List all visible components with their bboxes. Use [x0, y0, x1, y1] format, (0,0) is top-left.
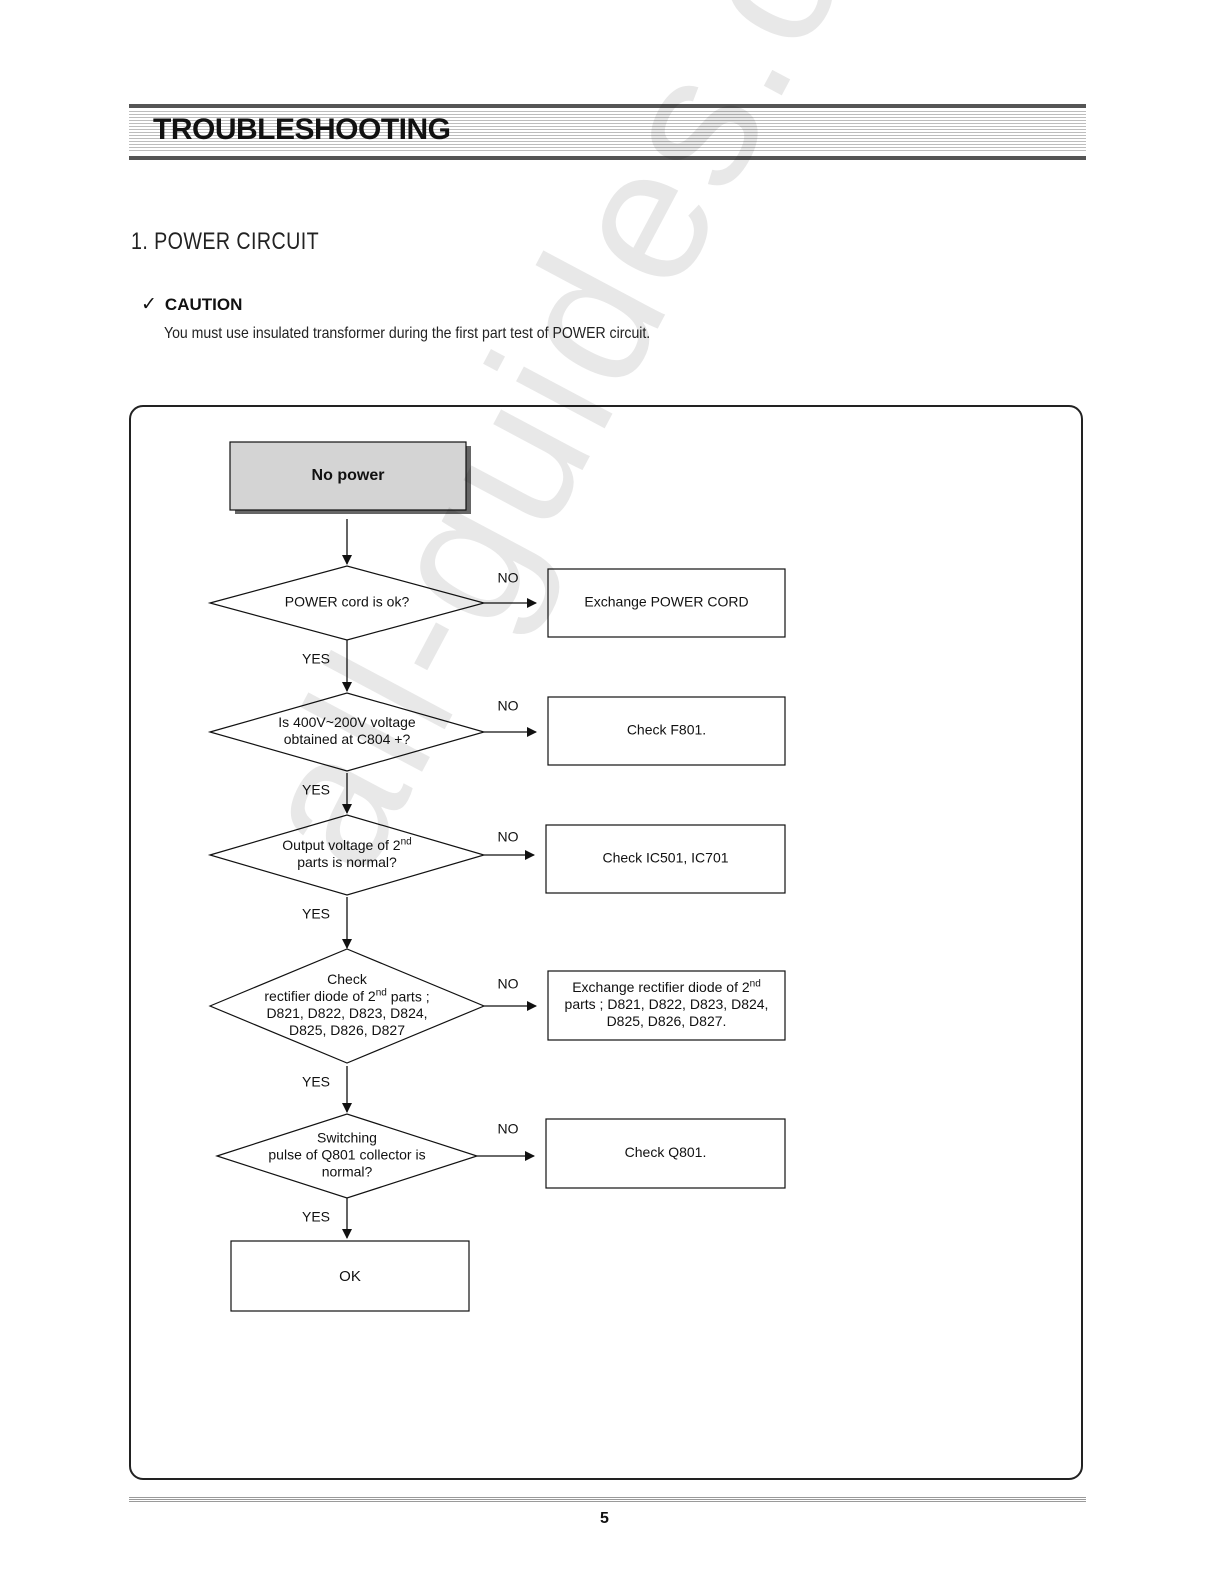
decision-text-line: Output voltage of 2nd — [282, 836, 411, 853]
yes-label: YES — [302, 651, 330, 667]
caution-label: CAUTION — [164, 295, 243, 314]
action-text-line: D825, D826, D827. — [607, 1013, 727, 1029]
no-label: NO — [498, 976, 519, 992]
action-box — [547, 696, 786, 766]
page-title: TROUBLESHOOTING — [153, 113, 451, 146]
section-title: 1. POWER CIRCUIT — [131, 228, 320, 255]
action-text-line: Check Q801. — [625, 1144, 707, 1160]
end-box — [230, 1240, 470, 1312]
header-stripes — [129, 111, 1086, 153]
decision-text-line: pulse of Q801 collector is — [268, 1147, 425, 1163]
yes-label: YES — [302, 1074, 330, 1090]
yes-label: YES — [302, 782, 330, 798]
page-header: TROUBLESHOOTING — [129, 104, 1086, 160]
decision-text-line: normal? — [322, 1164, 373, 1180]
action-box — [547, 568, 786, 638]
decision-text-line: obtained at C804 +? — [284, 731, 411, 747]
decision-text-line: parts is normal? — [297, 854, 397, 870]
checkmark-icon: ✓ — [141, 294, 157, 315]
no-label: NO — [498, 698, 519, 714]
caution-heading: ✓ CAUTION — [141, 293, 242, 316]
yes-label: YES — [302, 906, 330, 922]
decision-text-line: D821, D822, D823, D824, — [266, 1005, 427, 1021]
no-label: NO — [498, 570, 519, 586]
action-text-line: Exchange rectifier diode of 2nd — [572, 978, 761, 995]
end-box-text-line: OK — [339, 1268, 361, 1285]
action-text-line: Exchange POWER CORD — [584, 594, 748, 610]
action-box — [545, 1118, 786, 1189]
start-box-text-line: No power — [312, 467, 385, 484]
start-box — [229, 441, 467, 511]
action-box — [547, 970, 786, 1041]
header-top-rule — [129, 104, 1086, 108]
no-label: NO — [498, 1121, 519, 1137]
no-label: NO — [498, 829, 519, 845]
yes-label: YES — [302, 1209, 330, 1225]
decision-text-line: POWER cord is ok? — [285, 594, 410, 610]
decision-text-line: Switching — [317, 1130, 377, 1146]
flowchart-panel — [129, 405, 1083, 1480]
decision-text-line: rectifier diode of 2nd parts ; — [264, 987, 429, 1004]
action-text-line: Check IC501, IC701 — [602, 850, 728, 866]
caution-text: You must use insulated transformer durin… — [164, 325, 651, 342]
action-box — [545, 824, 786, 894]
decision-text-line: Is 400V~200V voltage — [278, 714, 416, 730]
decision-text-line: D825, D826, D827 — [289, 1022, 405, 1038]
header-bottom-rule — [129, 156, 1086, 160]
action-text-line: Check F801. — [627, 722, 706, 738]
decision-text-line: Check — [327, 971, 368, 987]
page-number: 5 — [600, 1510, 609, 1527]
footer-rule — [129, 1497, 1086, 1503]
action-text-line: parts ; D821, D822, D823, D824, — [565, 996, 769, 1012]
